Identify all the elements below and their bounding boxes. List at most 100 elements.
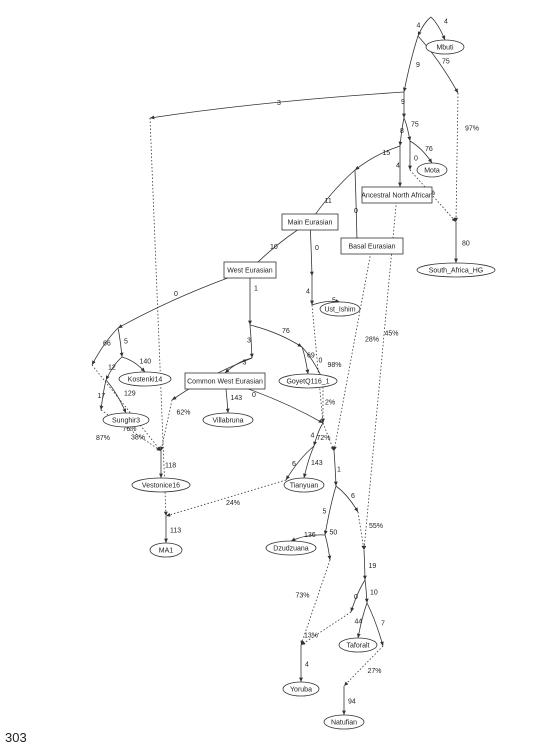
node-main-eurasian: Main Eurasian [281,213,339,231]
edge-label-c_d: 8 [400,128,404,135]
edge-label-b_c: 9 [401,99,405,106]
edge-label-t_v: 72% [317,435,331,442]
edge-o_mix [100,409,162,452]
edge-label-natufian_leaf: 94 [348,699,356,706]
edge-z_mix [357,511,366,551]
leaf-ellipse-natufian [323,714,365,730]
leaf-ellipse-goyetq116-1 [278,373,338,389]
edge-ee_taf [356,602,368,639]
edge-j_q [249,324,303,348]
node-ust-ishim: Ust_Ishim [319,301,361,317]
node-label-natufian: Natufian [331,720,357,727]
edge-label-j_q: 76 [282,328,290,335]
node-south-africa-hg: South_Africa_HG [416,262,496,278]
node-label-main-eurasian: Main Eurasian [288,220,333,227]
leaf-ellipse-ma1 [149,542,183,558]
edge-k_mix [91,364,162,452]
edge-cc_dd [350,579,366,613]
node-box-main-eurasian [281,213,339,231]
edge-m_n [105,356,123,381]
edge-label-t_u: 4 [311,433,315,440]
edge-label-h_ust: 5 [332,298,336,305]
edge-q_goyet [301,346,310,375]
edge-ff_mix [343,645,384,687]
node-goyetq116-1: GoyetQ116_1 [278,373,338,389]
edge-label-west_i: 0 [174,291,178,298]
edge-a_sa [417,35,459,94]
leaf-ellipse-tianyuan [283,477,325,493]
edge-label-q_goyet: 69 [307,353,315,360]
node-label-goyetq116-1: GoyetQ116_1 [286,379,329,386]
node-label-ma1: MA1 [159,548,174,555]
node-label-kostenki14: Kostenki14 [128,377,163,384]
edge-label-a_b: 9 [416,62,420,69]
edge-x_z [335,485,359,513]
edge-e_mota [409,140,433,164]
node-yoruba: Yoruba [282,681,320,697]
node-label-villabruna: Villabruna [212,418,243,425]
edge-label-a_sa: 75 [442,59,450,66]
edge-label-root_mbuti: 4 [444,19,448,26]
edge-v_x [333,450,338,487]
edge-label-i_k: 66 [103,341,111,348]
node-label-west-eurasian: West Eurasian [227,268,272,275]
edge-u_w [285,445,315,481]
edge-h_mix [311,304,325,424]
edge-label-yoruba_leaf: 4 [305,662,309,669]
edge-n_sung [105,379,127,414]
edge-root_a [417,16,432,37]
edge-left_mix [149,117,168,517]
edge-r_mix [160,399,173,452]
leaf-ellipse-vestonice16 [131,477,191,493]
edge-label-west_j: 1 [254,286,258,293]
edge-label-n_sung: 129 [124,391,136,398]
edge-label-left_mix: 87% [96,435,110,442]
edge-cc_ee [364,579,369,604]
node-villabruna: Villabruna [202,412,254,428]
edge-label-n_o: 17 [98,393,106,400]
node-mbuti: Mbuti [425,39,465,55]
node-label-ancestral-north-african: Ancestral North African [361,193,433,200]
edge-b_left [149,91,405,120]
edge-y_dzud [290,534,326,542]
edge-label-k_mix: 76% [123,426,137,433]
edge-d_f [354,145,401,171]
edge-west_i [117,269,251,329]
node-label-mbuti: Mbuti [436,45,454,52]
edge-label-p_cwe: 3 [243,360,247,367]
edge-label-v_x: 1 [337,467,341,474]
leaf-ellipse-south-africa-hg [416,262,496,278]
edge-label-g_h: 4 [306,289,310,296]
edge-x_y [323,485,337,536]
edge-m_kost [121,356,146,373]
node-west-eurasian: West Eurasian [223,261,277,279]
leaf-ellipse-taforalt [338,637,378,653]
leaf-ellipse-mbuti [425,39,465,55]
node-label-south-africa-hg: South_Africa_HG [429,268,483,275]
node-label-ust-ishim: Ust_Ishim [324,307,355,314]
leaf-ellipse-villabruna [202,412,254,428]
edge-label-f_basal: 0 [354,208,358,215]
node-label-taforalt: Taforalt [347,643,370,650]
node-label-basal-eurasian: Basal Eurasian [348,244,395,251]
edge-label-ee_taf: 44 [355,619,363,626]
leaf-ellipse-sunghir3 [102,412,150,428]
page-number: 303 [5,730,27,745]
leaf-ellipse-ust-ishim [319,301,361,317]
node-taforalt: Taforalt [338,637,378,653]
edge-label-anc_mix: 45% [385,331,399,338]
node-tianyuan: Tianyuan [283,477,325,493]
edge-label-b_left: 3 [277,100,281,107]
edge-c_e [403,117,412,142]
edge-label-s_mix: 2% [325,400,335,407]
edge-label-sa_mix: 97% [465,126,479,133]
edge-label-y_dzud: 136 [304,532,316,539]
edge-p_cwe [224,357,253,374]
node-basal-eurasian: Basal Eurasian [340,237,404,255]
node-box-west-eurasian [223,261,277,279]
node-label-vestonice16: Vestonice16 [142,483,180,490]
node-label-common-west-eurasian: Common West Eurasian [187,379,263,386]
node-mota: Mota [416,162,448,178]
